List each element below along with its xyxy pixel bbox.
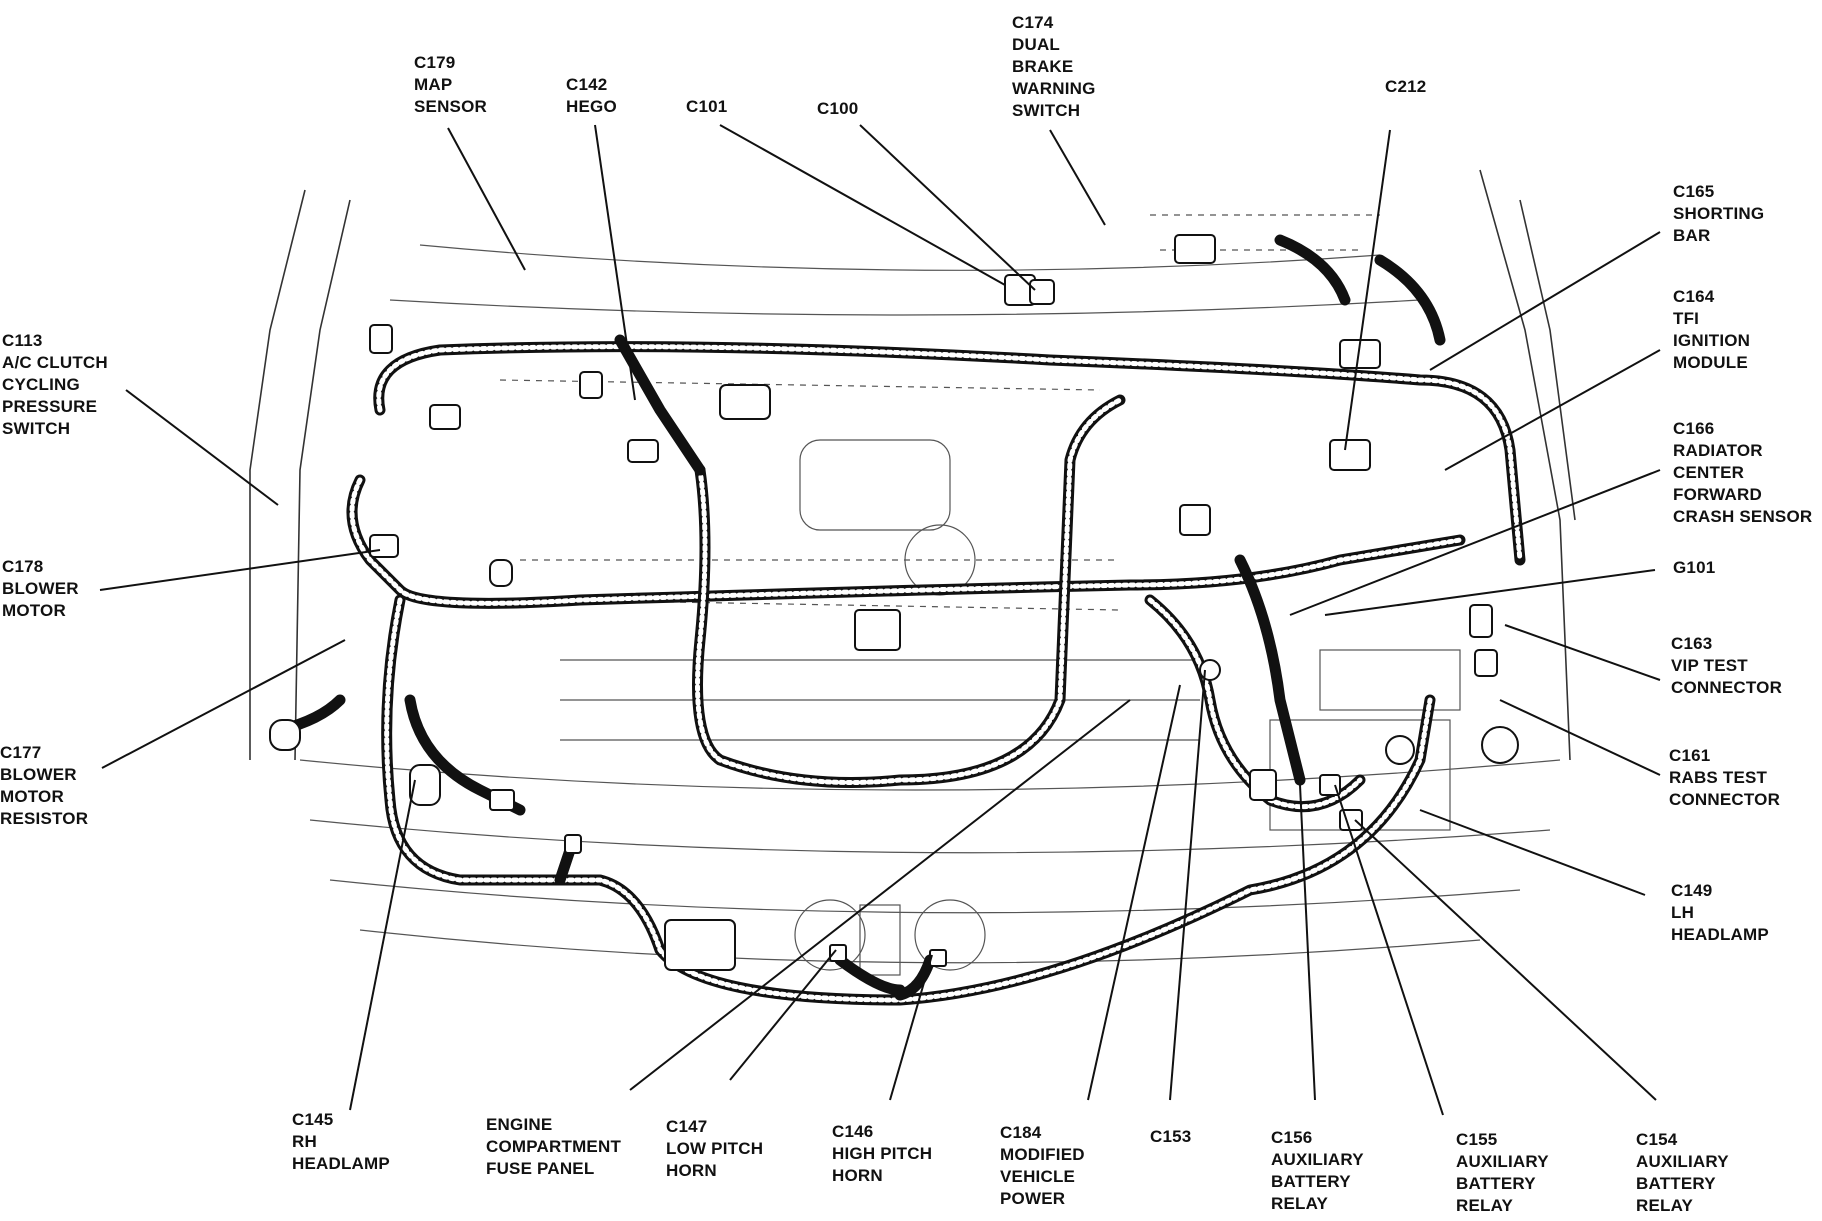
label-c212: C212	[1385, 77, 1427, 96]
label-c101: C101	[686, 97, 728, 116]
label-c100: C100	[817, 99, 859, 118]
label-c153: C153	[1150, 1127, 1192, 1146]
vehicle-body-outline	[249, 169, 1576, 976]
leader-lines	[99, 124, 1661, 1116]
label-g101: G101	[1673, 558, 1716, 577]
connector-shapes	[269, 234, 1519, 971]
wiring-harness	[274, 234, 1526, 1006]
